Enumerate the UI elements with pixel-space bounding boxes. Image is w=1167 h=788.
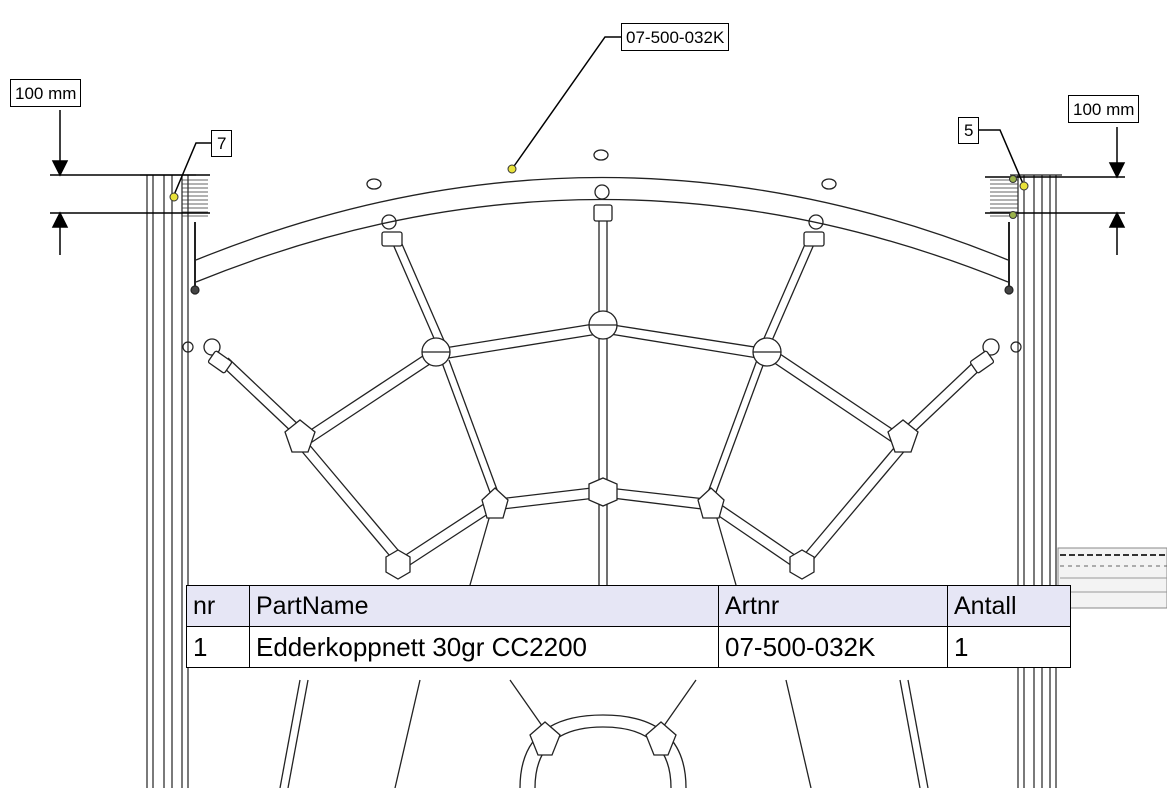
balloon-right: 5 [958, 117, 980, 144]
dimension-right [985, 127, 1126, 255]
bom-header-row: nr PartName Artnr Antall [186, 585, 1071, 627]
net-nodes [203, 184, 1000, 756]
spider-net [219, 212, 987, 788]
dimension-left [50, 110, 210, 255]
bom-cell-nr: 1 [186, 626, 250, 668]
bom-row: 1 Edderkoppnett 30gr CC2200 07-500-032K … [186, 626, 1071, 668]
marker-right-2 [1019, 181, 1029, 191]
background-rail-structure [1057, 547, 1167, 609]
bom-cell-antall: 1 [947, 626, 1071, 668]
dimension-label-left: 100 mm [10, 79, 82, 107]
markers [169, 164, 1029, 219]
bom-cell-artnr: 07-500-032K [718, 626, 948, 668]
right-post [990, 174, 1062, 788]
marker-left [169, 192, 179, 202]
balloon-left: 7 [211, 130, 233, 157]
leader-lines [173, 36, 1025, 196]
bill-of-materials: nr PartName Artnr Antall 1 Edderkoppnett… [186, 585, 1071, 668]
bom-cell-partname: Edderkoppnett 30gr CC2200 [249, 626, 719, 668]
dimension-label-right: 100 mm [1068, 95, 1140, 123]
marker-part [507, 164, 517, 174]
bom-header-artnr: Artnr [718, 585, 948, 627]
marker-right-3 [1009, 211, 1017, 219]
bom-header-partname: PartName [249, 585, 719, 627]
bom-header-nr: nr [186, 585, 250, 627]
bom-header-antall: Antall [947, 585, 1071, 627]
marker-right-1 [1009, 175, 1017, 183]
part-number-callout: 07-500-032K [621, 23, 730, 51]
left-post [140, 174, 208, 788]
